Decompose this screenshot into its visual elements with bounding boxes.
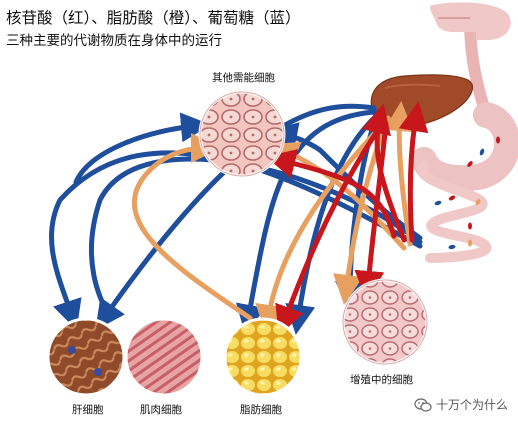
digestive-tract xyxy=(411,14,518,263)
head-silhouette xyxy=(430,2,511,41)
label-muscle-cells: 肌肉细胞 xyxy=(140,404,182,416)
liver-cells-circle xyxy=(46,317,126,397)
label-liver-cells: 肝细胞 xyxy=(72,404,104,416)
diagram-subtitle: 三种主要的代谢物质在身体中的运行 xyxy=(6,33,222,49)
nucleotide-arrows xyxy=(265,101,429,337)
fat-cells-circle xyxy=(223,317,303,397)
wechat-icon xyxy=(414,398,432,412)
energy-cells-circle xyxy=(198,90,286,178)
growing-cells-circle xyxy=(341,278,429,366)
muscle-cells-circle xyxy=(124,317,204,397)
watermark: 十万个为什么 xyxy=(414,396,508,413)
label-growing-cells: 增殖中的细胞 xyxy=(350,374,413,386)
label-fat-cells: 脂肪细胞 xyxy=(240,404,282,416)
watermark-text: 十万个为什么 xyxy=(435,398,508,412)
label-energy-cells: 其他需能细胞 xyxy=(212,72,275,84)
diagram-title: 核苷酸（红）、脂肪酸（橙）、葡萄糖（蓝） xyxy=(6,9,301,27)
